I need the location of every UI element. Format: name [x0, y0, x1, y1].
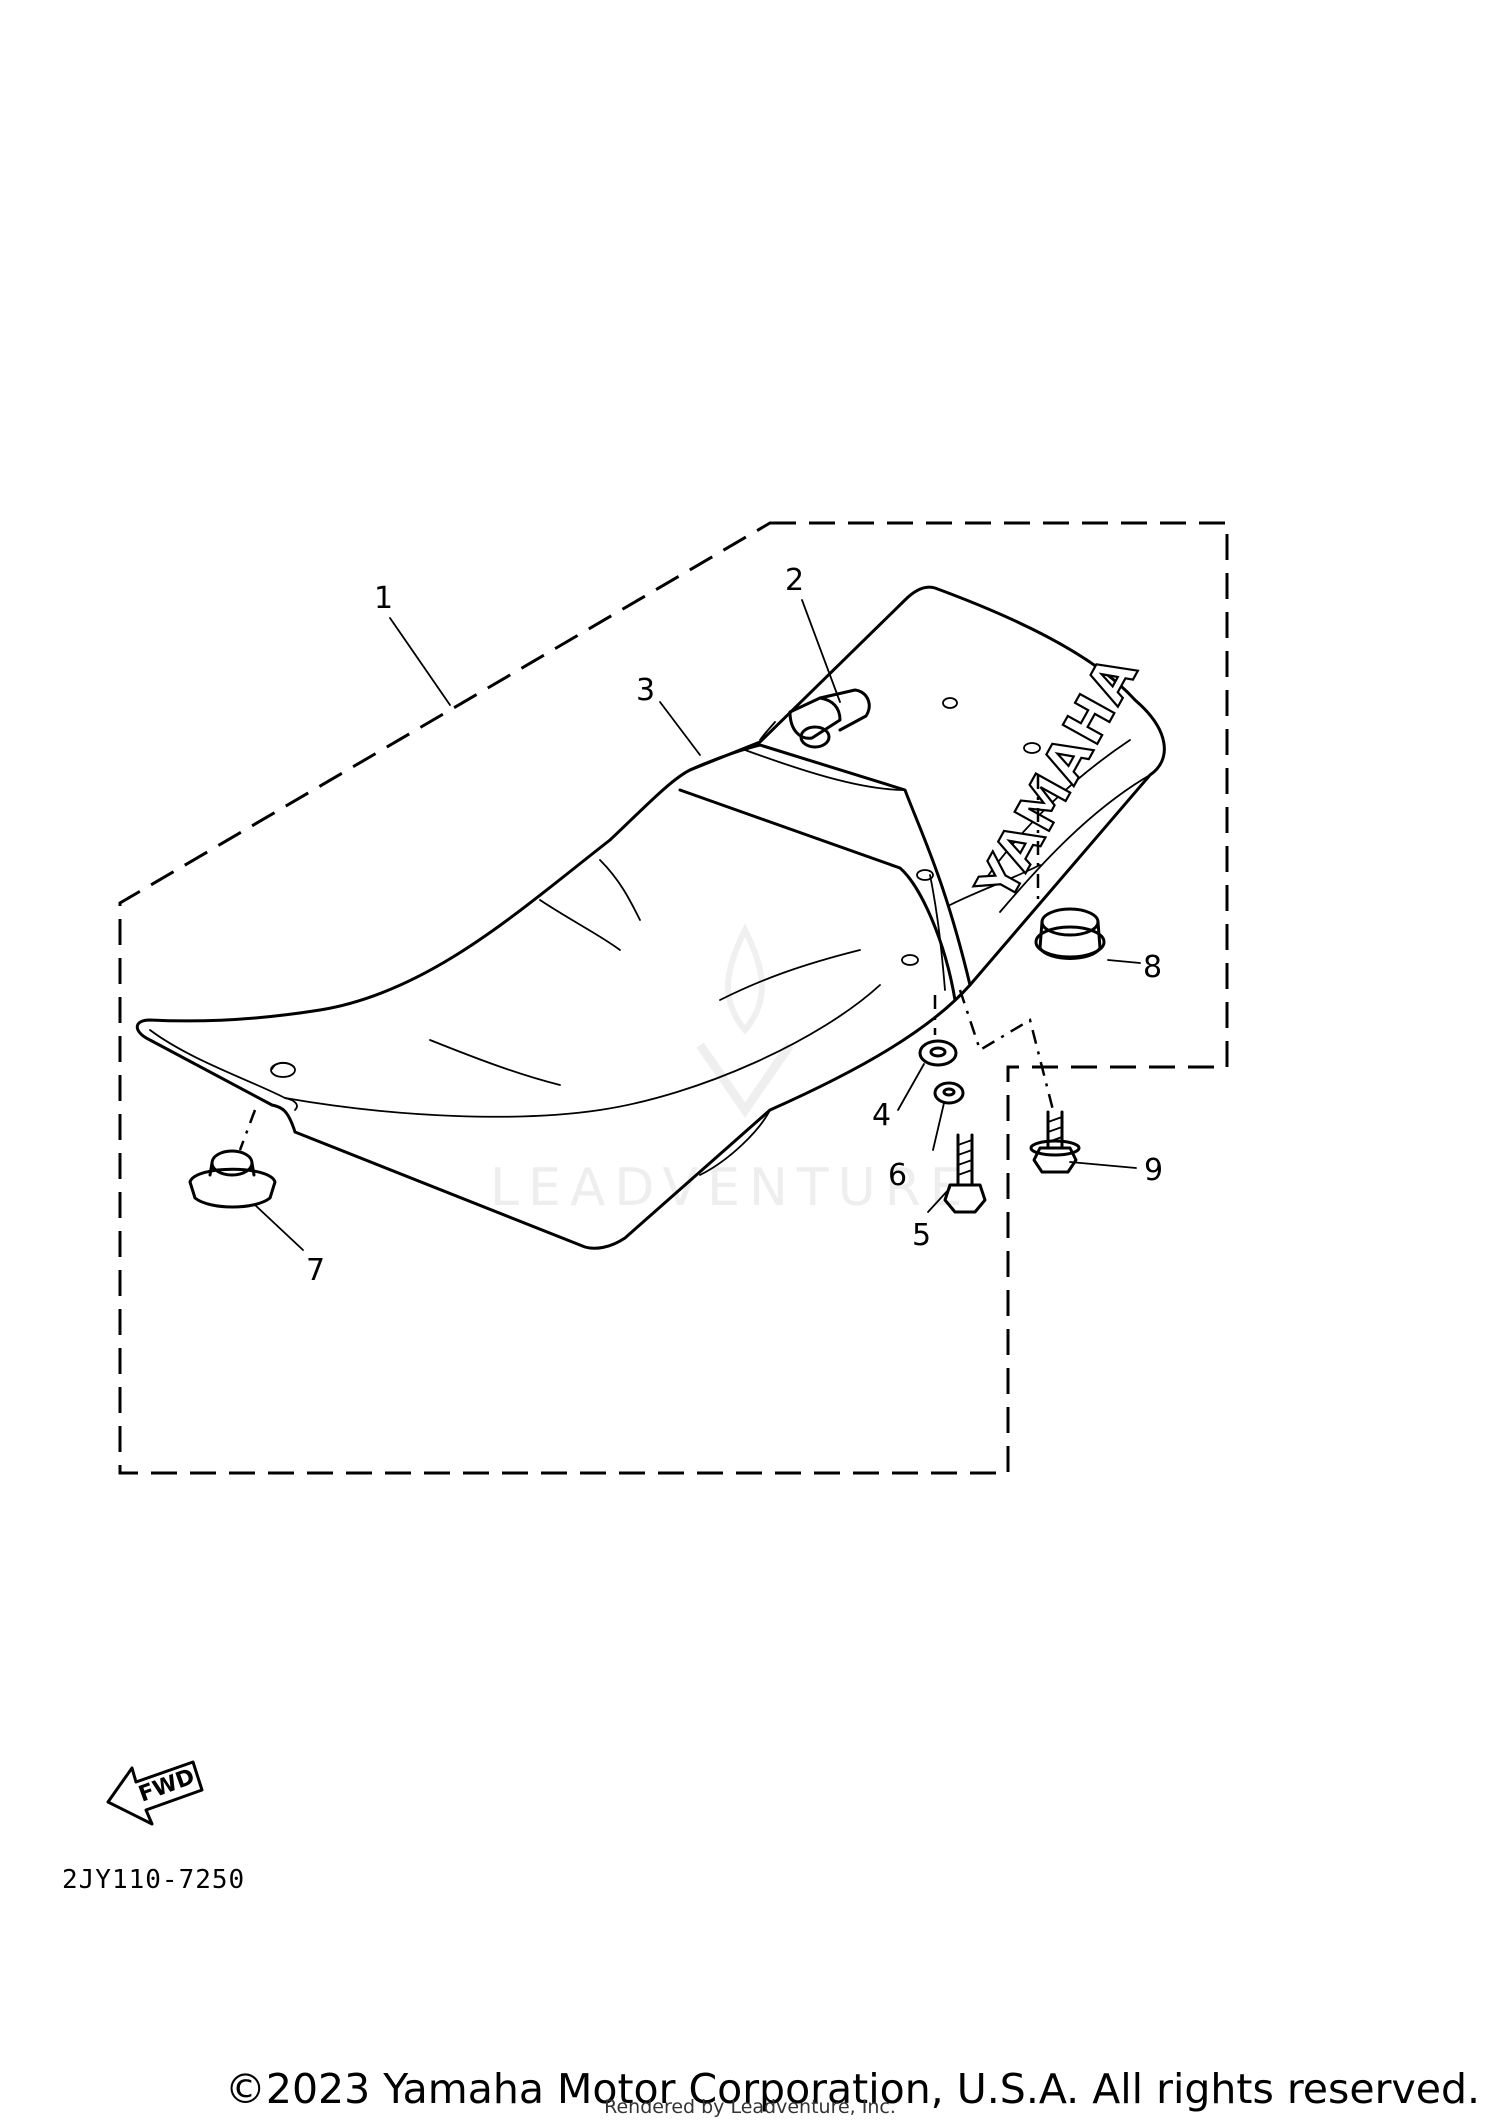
watermark-text: LEADVENTURE [490, 1158, 972, 1218]
rendered-by-notice: Rendered by Leadventure, Inc. [604, 2096, 896, 2118]
damper-part-7 [188, 1149, 277, 1209]
fastener-guide-line [238, 1109, 257, 1151]
callout-7: 7 [306, 1253, 325, 1288]
leader-lines [254, 599, 1141, 1251]
callout-2: 2 [785, 563, 804, 598]
bolt-part-5 [943, 1133, 987, 1214]
callout-6: 6 [888, 1158, 907, 1193]
diagram-part-code: 2JY110-7250 [62, 1865, 245, 1895]
callout-8: 8 [1143, 950, 1162, 985]
callout-5: 5 [912, 1218, 931, 1253]
callout-9: 9 [1144, 1153, 1163, 1188]
callout-1: 1 [374, 581, 393, 616]
callout-3: 3 [636, 673, 655, 708]
leadventure-watermark: LEADVENTURE [490, 923, 972, 1218]
forward-direction-arrow: FWD [106, 1760, 204, 1826]
fastener-guide-line [958, 989, 1055, 1111]
callout-4: 4 [872, 1098, 891, 1133]
bolt-part-9 [1029, 1110, 1081, 1174]
assembly-boundary [118, 521, 1229, 1475]
lock-washer-part-6 [933, 1081, 965, 1105]
copyright-notice: ©2023 Yamaha Motor Corporation, U.S.A. A… [224, 2065, 1480, 2113]
washer-part-4 [918, 1039, 958, 1067]
damper-part-8 [1034, 907, 1106, 960]
callout-labels: 1 2 3 4 5 6 7 8 9 [306, 563, 1163, 1288]
yamaha-logo-text: YAMAHA [964, 644, 1151, 912]
